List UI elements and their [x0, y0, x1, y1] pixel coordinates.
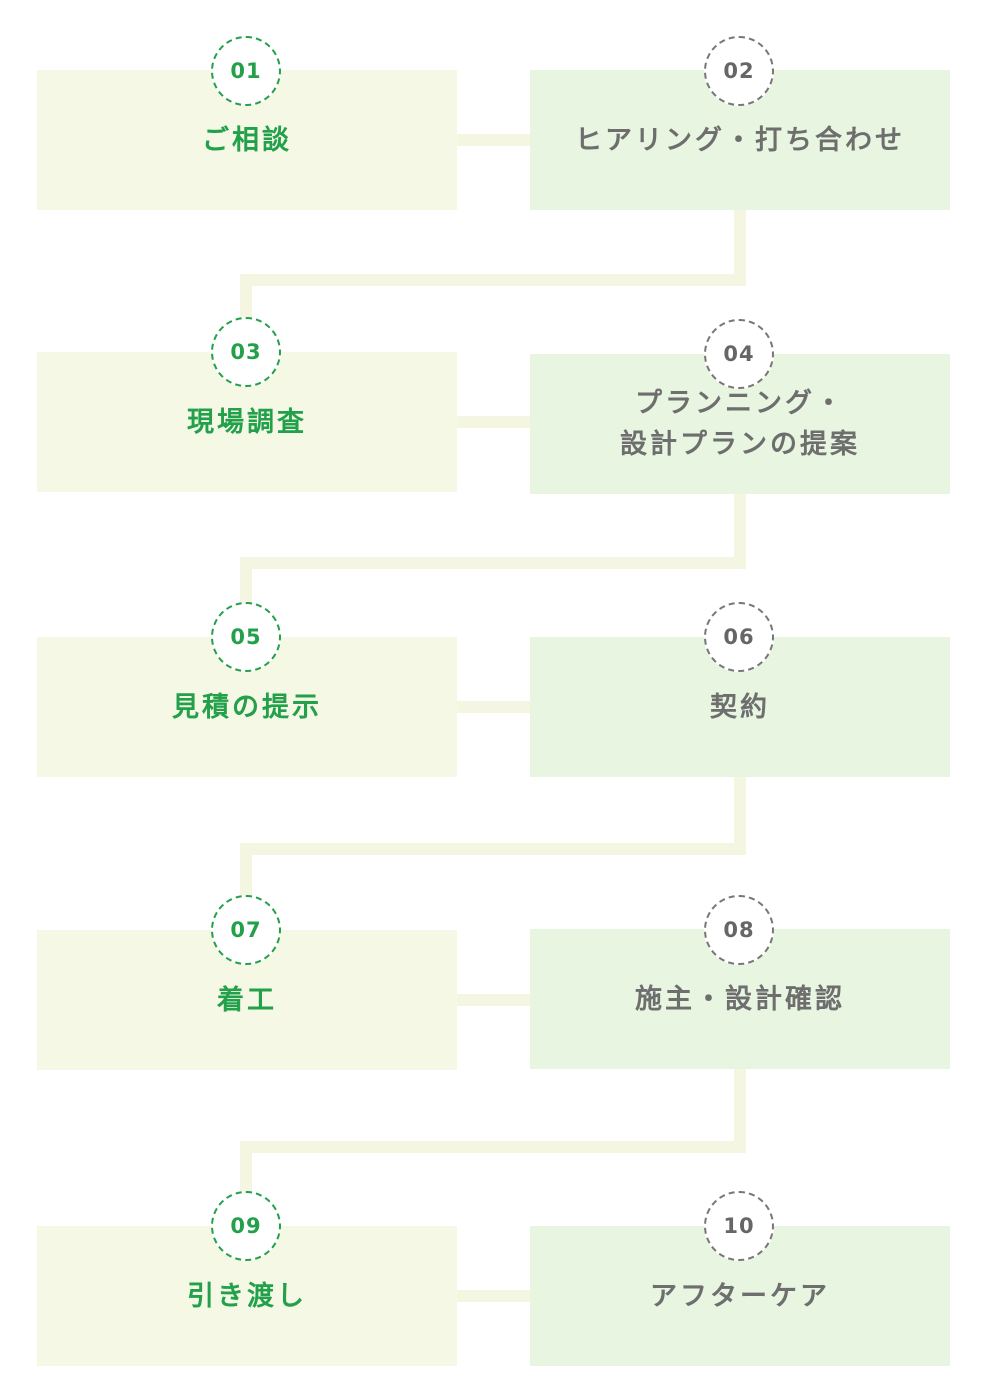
connector-04-05-vertical-a — [734, 494, 746, 569]
step-03-label: 現場調査 — [187, 406, 307, 438]
connector-row-5 — [457, 1290, 530, 1302]
step-07-number-badge: 07 — [211, 895, 281, 965]
connector-04-05-horizontal — [240, 557, 746, 569]
step-10-number-badge: 10 — [704, 1191, 774, 1261]
connector-row-2 — [457, 416, 530, 428]
step-06-number-badge: 06 — [704, 602, 774, 672]
step-06-label: 契約 — [710, 691, 770, 723]
connector-row-3 — [457, 701, 530, 713]
step-07-label: 着工 — [217, 984, 277, 1016]
step-09-label: 引き渡し — [187, 1280, 307, 1312]
step-03-number-badge: 03 — [211, 317, 281, 387]
connector-row-1 — [457, 134, 530, 146]
connector-02-03-vertical-a — [734, 210, 746, 286]
step-05-box: 見積の提示 — [37, 637, 457, 777]
step-05-number-badge: 05 — [211, 602, 281, 672]
connector-06-07-vertical-a — [734, 777, 746, 855]
connector-02-03-horizontal — [240, 274, 746, 286]
step-02-label: ヒアリング・打ち合わせ — [575, 124, 905, 156]
step-04-label: プランニング・ 設計プランの提案 — [620, 388, 860, 460]
step-09-number-badge: 09 — [211, 1191, 281, 1261]
connector-08-09-horizontal — [240, 1141, 746, 1153]
step-05-label: 見積の提示 — [172, 691, 322, 723]
connector-row-4 — [457, 994, 530, 1006]
step-01-label: ご相談 — [202, 124, 292, 156]
step-10-label: アフターケア — [650, 1280, 830, 1312]
step-02-number-badge: 02 — [704, 36, 774, 106]
step-08-number-badge: 08 — [704, 895, 774, 965]
step-01-number-badge: 01 — [211, 36, 281, 106]
connector-08-09-vertical-a — [734, 1069, 746, 1153]
step-08-label: 施主・設計確認 — [635, 983, 845, 1015]
step-04-number-badge: 04 — [704, 319, 774, 389]
connector-06-07-horizontal — [240, 843, 746, 855]
